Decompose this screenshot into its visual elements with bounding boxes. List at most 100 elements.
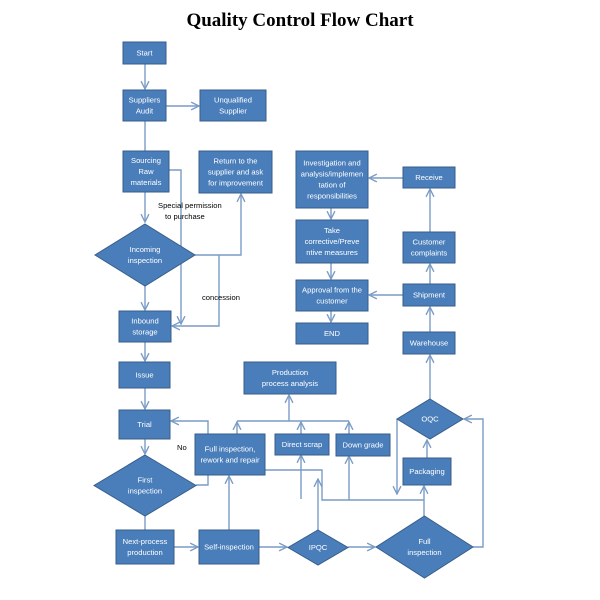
edge-rework-right: [265, 469, 424, 501]
node-label: Receive: [415, 173, 442, 182]
node-return-to-supplier: Return to the supplier and ask for improve…: [198, 150, 273, 194]
node-label: Raw: [138, 167, 154, 176]
node-label: IPQC: [309, 543, 328, 552]
process-box: [335, 433, 391, 457]
node-label: OQC: [421, 415, 439, 424]
node-label: Customer: [413, 238, 446, 247]
node-label: tation of: [318, 181, 346, 190]
node-label: First: [138, 476, 154, 485]
process-box: [122, 41, 167, 65]
node-label: Approval from the: [302, 286, 362, 295]
process-box: [295, 150, 369, 209]
node-label: Warehouse: [410, 339, 449, 348]
node-down-grade: Down grade: [335, 433, 391, 457]
edge-incoming-return: [195, 194, 241, 256]
node-label: Issue: [135, 371, 153, 380]
node-label: inspection: [407, 548, 441, 557]
node-start: Start: [122, 41, 167, 65]
node-issue: Issue: [118, 361, 171, 389]
node-shipment: Shipment: [402, 283, 456, 307]
label-no: No: [177, 443, 187, 452]
process-box: [199, 89, 267, 122]
node-label: Down grade: [343, 441, 384, 450]
node-label: Sourcing: [131, 156, 161, 165]
node-label: corrective/Preve: [305, 237, 360, 246]
node-packaging: Packaging: [402, 457, 452, 486]
node-direct-scrap: Direct scrap: [274, 433, 330, 456]
edge-sourcing-inbound-special: [169, 169, 181, 324]
process-box: [402, 457, 452, 486]
node-label: Return to the: [214, 157, 258, 166]
process-box: [115, 529, 175, 565]
node-warehouse: Warehouse: [402, 331, 456, 355]
node-label: storage: [132, 328, 157, 337]
process-box: [402, 283, 456, 307]
process-box: [295, 219, 369, 264]
chart-title: Quality Control Flow Chart: [186, 10, 414, 31]
node-investigation: Investigation and analysis/implemen tation…: [295, 150, 369, 209]
node-label: Start: [136, 49, 153, 58]
process-box: [295, 322, 369, 345]
process-box: [122, 89, 167, 122]
process-box: [198, 529, 260, 565]
node-label: Audit: [136, 107, 154, 116]
node-label: Investigation and: [303, 159, 360, 168]
label-concession: concession: [202, 293, 240, 302]
node-oqc: OQC: [396, 398, 464, 440]
node-approval: Approval from the customer: [295, 279, 369, 312]
node-end: END: [295, 322, 369, 345]
edge-incoming-concession: [172, 255, 220, 326]
node-next-process-production: Next-process production: [115, 529, 175, 565]
node-label: production: [127, 548, 162, 557]
decision-diamond: [375, 515, 474, 579]
process-box: [194, 433, 266, 476]
node-label: rework and repair: [200, 456, 260, 465]
node-label: Direct scrap: [282, 440, 323, 449]
process-box: [118, 409, 171, 440]
process-box: [295, 279, 369, 312]
edge-full-oqc: [464, 419, 484, 548]
node-label: Production: [272, 368, 308, 377]
process-box: [402, 166, 456, 189]
node-full-inspection-rework: Full inspection,rework and repair: [194, 433, 266, 476]
process-box: [274, 433, 330, 456]
process-box: [198, 150, 273, 194]
node-label: for improvement: [208, 179, 264, 188]
node-label: materials: [131, 178, 162, 187]
node-label: inspection: [128, 256, 162, 265]
node-label: customer: [316, 297, 348, 306]
process-box: [402, 231, 456, 264]
node-label: Supplier: [219, 107, 247, 116]
node-label: Trial: [137, 420, 152, 429]
node-receive: Receive: [402, 166, 456, 189]
node-label: Suppliers: [129, 96, 161, 105]
node-label: Self-inspection: [204, 543, 254, 552]
node-first-inspection: First inspection: [93, 454, 197, 517]
process-box: [118, 361, 171, 389]
node-self-inspection: Self-inspection: [198, 529, 260, 565]
label-to-purchase: to purchase: [165, 212, 205, 221]
node-label: Next-process: [123, 537, 168, 546]
process-box: [122, 150, 170, 193]
node-label: process analysis: [262, 379, 318, 388]
node-label: analysis/implemen: [301, 170, 363, 179]
decision-diamond: [94, 223, 196, 287]
label-special-permission: Special permission: [158, 201, 222, 210]
process-box: [243, 361, 337, 395]
node-label: inspection: [128, 487, 162, 496]
node-take-corrective: Take corrective/Preve ntive measures: [295, 219, 369, 264]
node-production-process-analysis: Production process analysis: [243, 361, 337, 395]
decision-diamond: [93, 454, 197, 517]
node-label: Take: [324, 226, 340, 235]
node-label: supplier and ask: [208, 168, 264, 177]
node-label: ntive measures: [306, 248, 358, 257]
